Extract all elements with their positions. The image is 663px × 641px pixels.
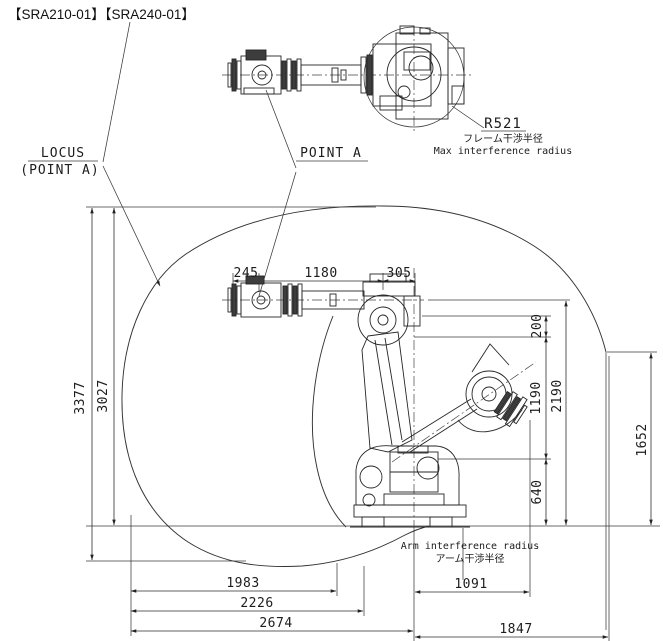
- point-a-leader-down: [258, 171, 297, 297]
- robot-column: [359, 331, 440, 507]
- extension-lines: [86, 206, 660, 641]
- arm-down-pose: [401, 343, 528, 453]
- dim-1983: 1983: [226, 576, 259, 591]
- r521-leader: [451, 105, 485, 129]
- arm-horizontal-pose: [227, 275, 365, 318]
- dim-200: 200: [530, 314, 545, 339]
- dim-1847: 1847: [499, 622, 532, 637]
- point-a-leader-up: [265, 89, 297, 169]
- frame-radius-en-label: Max interference radius: [434, 146, 572, 157]
- dim-2674: 2674: [259, 616, 292, 631]
- dim-245: 245: [234, 266, 259, 281]
- point-a-label: POINT A: [300, 146, 362, 161]
- robot-base: [350, 445, 470, 528]
- dim-3377: 3377: [73, 381, 88, 414]
- locus-sub-label: (POINT A): [20, 163, 99, 178]
- arm-radius-en-label: Arm interference radius: [401, 541, 539, 552]
- envelope-inner-curve: [311, 315, 347, 528]
- dim-305: 305: [387, 266, 412, 281]
- r521-label: R521: [484, 116, 522, 132]
- dim-2226: 2226: [240, 596, 273, 611]
- annotations: 【SRA210-01】【SRA240-01】 LOCUS (POINT A) P…: [8, 7, 650, 637]
- dim-640: 640: [530, 480, 545, 505]
- frame-radius-jp-label: フレーム干渉半径: [463, 132, 543, 145]
- drawing-title: 【SRA210-01】【SRA240-01】: [8, 7, 195, 22]
- envelope-outer-curve: [121, 205, 607, 567]
- arm-radius-jp-label: アーム干渉半径: [435, 552, 504, 565]
- dimension-lines: [90, 207, 653, 639]
- shoulder-housing: [357, 273, 421, 346]
- dim-1652: 1652: [635, 423, 650, 456]
- robot-main-view: [227, 273, 528, 528]
- dim-3027: 3027: [96, 379, 111, 412]
- locus-leader-up: [102, 21, 131, 163]
- centerlines: [222, 26, 537, 530]
- locus-leader-to-envelope: [102, 165, 161, 287]
- dim-1190: 1190: [529, 381, 544, 414]
- dim-2190: 2190: [550, 379, 565, 412]
- dim-1180: 1180: [304, 266, 337, 281]
- locus-label: LOCUS: [41, 146, 85, 161]
- dim-1091: 1091: [454, 577, 487, 592]
- leader-lines: [28, 21, 526, 297]
- robot-top-view: [227, 25, 465, 128]
